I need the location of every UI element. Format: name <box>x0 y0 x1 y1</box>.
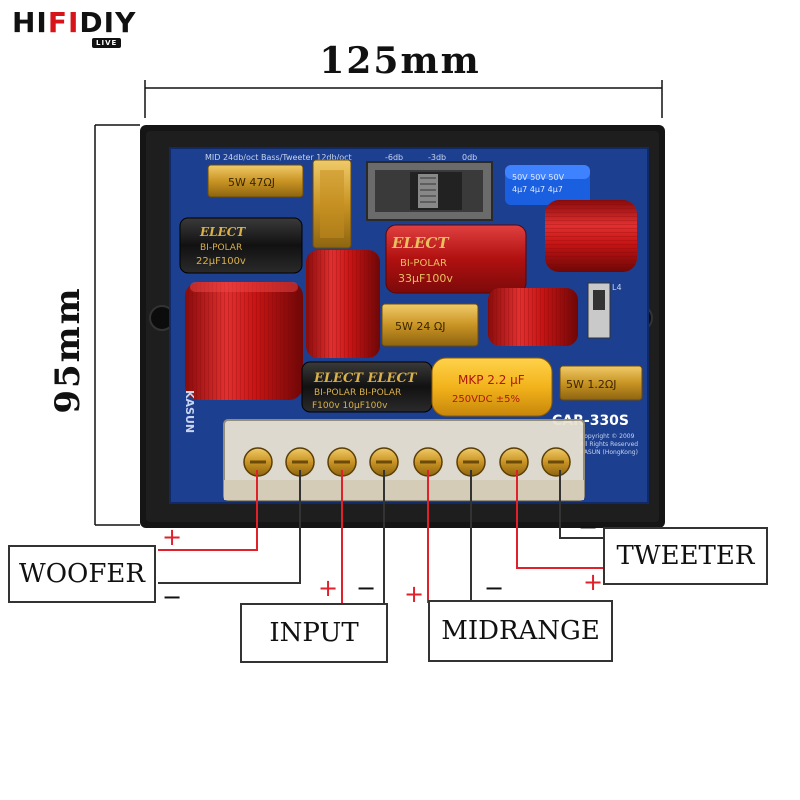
midrange-minus-sign: − <box>484 574 505 602</box>
svg-text:50V 50V 50V: 50V 50V 50V <box>512 173 565 182</box>
woofer-label: WOOFER <box>8 545 156 603</box>
svg-text:KASUN: KASUN <box>183 390 196 433</box>
svg-text:0db: 0db <box>462 153 477 162</box>
svg-text:KASUN (HongKong): KASUN (HongKong) <box>580 449 638 456</box>
wires <box>158 470 603 603</box>
terminal-screws <box>243 447 571 477</box>
tweeter-minus-sign: − <box>578 513 599 541</box>
height-dimension-line <box>94 124 140 526</box>
svg-text:-6db: -6db <box>385 153 403 162</box>
input-label: INPUT <box>240 603 388 663</box>
attenuation-switch <box>366 161 493 221</box>
capacitor-10uf: ELECT ELECT BI-POLAR BI-POLAR F100v 10μF… <box>301 361 433 413</box>
pcb-header-text: MID 24db/oct Bass/Tweeter 12db/oct <box>205 153 352 162</box>
svg-text:250VDC ±5%: 250VDC ±5% <box>452 394 520 405</box>
resistor-24ohm: 5W 24 ΩJ <box>381 303 479 347</box>
svg-text:MKP 2.2 μF: MKP 2.2 μF <box>458 373 525 387</box>
svg-text:BI-POLAR BI-POLAR: BI-POLAR BI-POLAR <box>314 388 401 398</box>
svg-text:Copyright © 2009: Copyright © 2009 <box>580 433 635 440</box>
svg-text:BI-POLAR: BI-POLAR <box>200 243 242 253</box>
inductor-coil-mid <box>306 250 380 358</box>
width-dimension-line <box>144 80 663 118</box>
tweeter-label: TWEETER <box>603 527 768 585</box>
svg-text:5W 47ΩJ: 5W 47ΩJ <box>228 176 275 189</box>
terminal-block <box>223 419 585 501</box>
small-blue-capacitors: 50V 50V 50V 4μ7 4μ7 4μ7 <box>505 165 590 205</box>
mkp-capacitor: MKP 2.2 μF 250VDC ±5% <box>431 357 553 417</box>
woofer-minus-sign: − <box>162 583 183 611</box>
midrange-plus-sign: + <box>404 580 425 608</box>
svg-text:-3db: -3db <box>428 153 446 162</box>
svg-text:5W 1.2ΩJ: 5W 1.2ΩJ <box>566 378 617 391</box>
capacitor-22uf: ELECT BI-POLAR 22μF100v <box>179 217 303 274</box>
midrange-label: MIDRANGE <box>428 600 613 662</box>
resistor-47ohm: 5W 47ΩJ <box>207 164 304 198</box>
svg-text:ELECT: ELECT <box>199 225 246 239</box>
brand-logo: HIFIDIY LIVE <box>12 6 137 48</box>
svg-text:All Rights Reserved: All Rights Reserved <box>580 441 638 448</box>
svg-text:4μ7 4μ7 4μ7: 4μ7 4μ7 4μ7 <box>512 185 563 194</box>
svg-text:22μF100v: 22μF100v <box>196 256 246 267</box>
tweeter-plus-sign: + <box>583 568 604 596</box>
input-minus-sign: − <box>356 574 377 602</box>
svg-text:ELECT ELECT: ELECT ELECT <box>313 371 418 386</box>
input-plus-sign: + <box>318 574 339 602</box>
inductor-coil-right <box>545 200 637 272</box>
resistor-1-2ohm: 5W 1.2ΩJ <box>559 365 643 401</box>
vertical-resistor <box>312 159 352 249</box>
svg-text:33μF100v: 33μF100v <box>398 272 453 285</box>
width-dimension-label: 125mm <box>319 40 481 82</box>
svg-text:ELECT: ELECT <box>391 234 450 252</box>
inductor-coil-small <box>488 288 578 346</box>
svg-text:5W 24 ΩJ: 5W 24 ΩJ <box>395 320 446 333</box>
svg-text:L4: L4 <box>612 283 622 292</box>
capacitor-33uf: ELECT BI-POLAR 33μF100v <box>385 224 527 294</box>
svg-text:BI-POLAR: BI-POLAR <box>400 258 447 269</box>
woofer-plus-sign: + <box>162 523 183 551</box>
inductor-coil-large <box>185 282 303 400</box>
logo-subtitle: LIVE <box>92 38 122 48</box>
svg-text:F100v 10μF100v: F100v 10μF100v <box>312 401 388 411</box>
